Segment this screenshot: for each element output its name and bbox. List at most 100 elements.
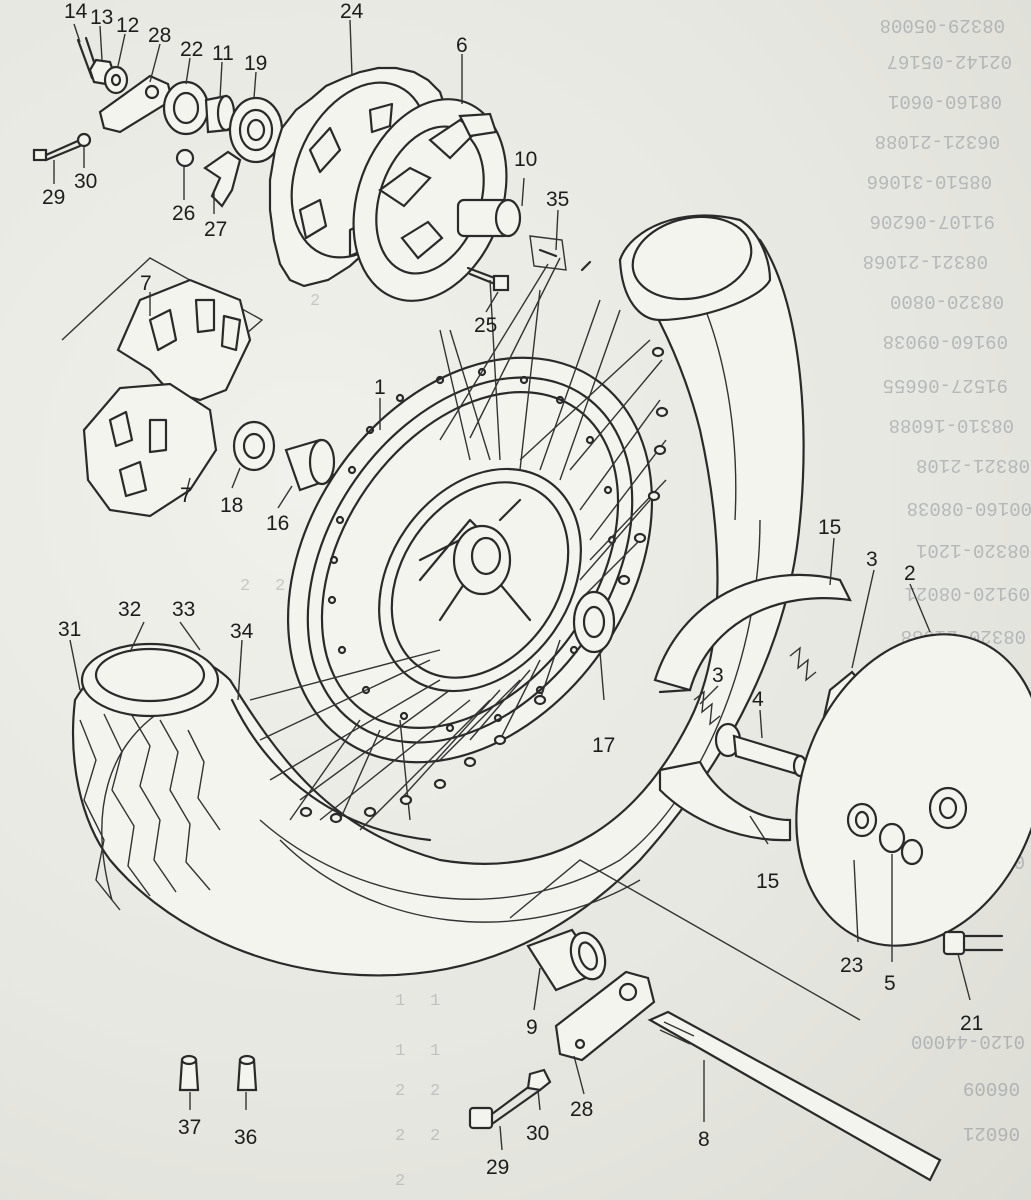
brake-shoe-upper: [653, 573, 852, 694]
spokes: [249, 257, 667, 831]
part-label-2: 2: [904, 562, 916, 585]
bolt-21: [942, 930, 1004, 956]
part-label-16: 16: [266, 512, 289, 535]
ghost-number: 91527-06655: [883, 374, 1008, 396]
ghost-number: 91107-06206: [870, 210, 995, 232]
part-label-28-bottom: 28: [570, 1098, 593, 1121]
ghost-number: 09120-08021: [905, 582, 1030, 604]
part-label-32: 32: [118, 598, 141, 621]
wheel-damper-lower: [82, 382, 218, 518]
part-label-29: 29: [42, 186, 65, 209]
chain-adjuster-28: [554, 970, 656, 1062]
bolt-29-top: [32, 138, 82, 162]
part-number-labels: 14 13 12 28 22 11 19 24 6 29 30 26 27 10…: [42, 0, 983, 1179]
part-label-1: 1: [374, 376, 386, 399]
ghost-number: 08160-0601: [888, 90, 1002, 112]
part-label-29-bottom: 29: [486, 1156, 509, 1179]
nut-26: [175, 148, 195, 168]
part-label-24: 24: [340, 0, 364, 23]
ghost-qty: 2: [310, 292, 320, 311]
ghost-number: 09160-09038: [883, 330, 1008, 352]
nut-30-bottom: [526, 1068, 552, 1092]
tube-32: [80, 642, 220, 718]
brake-spring-upper: [789, 646, 817, 682]
valve-cap-37: [178, 1054, 200, 1092]
ghost-qty: 2: [430, 1082, 440, 1101]
rear-axle-8: [647, 1010, 942, 1182]
part-label-30-bottom: 30: [526, 1122, 549, 1145]
part-label-22: 22: [180, 38, 203, 61]
part-label-11: 11: [212, 42, 234, 65]
ghost-qty: 1: [430, 992, 440, 1011]
part-label-7-bottom: 7: [180, 484, 192, 507]
bleed-through-part-numbers: 08329-05008 02142-05167 08160-0601 06321…: [863, 14, 1031, 1144]
part-label-23: 23: [840, 954, 863, 977]
ghost-number: 08310-16088: [889, 414, 1014, 436]
spacer-16: [284, 438, 336, 492]
part-label-14: 14: [64, 0, 88, 23]
ghost-number: 08321-2108: [916, 454, 1030, 476]
part-label-35: 35: [546, 188, 569, 211]
part-label-4: 4: [752, 688, 764, 711]
part-label-27: 27: [204, 218, 227, 241]
part-label-17: 17: [592, 734, 615, 757]
spacer-22: [162, 80, 210, 136]
collar-11: [204, 94, 236, 134]
collar-9: [526, 928, 607, 992]
ghost-number: 0120-44000: [911, 1030, 1025, 1052]
washer-12: [103, 65, 129, 95]
part-label-21: 21: [960, 1012, 983, 1035]
ghost-number: 08320-0800: [890, 290, 1004, 312]
part-label-15-bottom: 15: [756, 870, 779, 893]
part-label-28: 28: [148, 24, 171, 47]
part-label-36: 36: [234, 1126, 257, 1149]
bearing-18: [232, 420, 276, 472]
wheel-damper-upper: [116, 278, 252, 402]
part-label-19: 19: [244, 52, 267, 75]
ghost-qty: 2: [395, 1127, 405, 1146]
hub-center: [418, 498, 532, 622]
part-label-3-right: 3: [866, 548, 878, 571]
ghost-number: 06009: [963, 1077, 1020, 1099]
ghost-number: 08510-31066: [867, 170, 992, 192]
spoke-nipples: [299, 346, 669, 824]
ghost-number: 02142-05167: [887, 50, 1012, 72]
brake-shoe-lower: [658, 760, 792, 842]
spoke-set-35: [529, 235, 592, 272]
sprocket-carrier: [352, 98, 522, 302]
part-label-25: 25: [474, 314, 497, 337]
valve-core-36: [236, 1054, 258, 1092]
ghost-number: 06021: [963, 1122, 1020, 1144]
ghost-qty: 1: [395, 1042, 405, 1061]
brake-panel-2: [795, 633, 1031, 947]
ghost-number: 08329-05008: [880, 14, 1005, 36]
part-label-13: 13: [90, 6, 113, 29]
part-label-18: 18: [220, 494, 243, 517]
part-label-7-top: 7: [140, 272, 152, 295]
ghost-qty: 2: [395, 1082, 405, 1101]
tube-section-upper: [618, 214, 772, 322]
part-label-37: 37: [178, 1116, 201, 1139]
nut-30-top: [76, 132, 92, 148]
brake-spring-lower: [693, 690, 721, 726]
ghost-qty: 2: [395, 1172, 405, 1191]
part-label-31: 31: [58, 618, 81, 641]
ghost-qty: 2: [240, 577, 250, 596]
bearing-19: [228, 96, 284, 164]
ghost-number: 08320-1201: [916, 539, 1030, 561]
part-label-10: 10: [514, 148, 537, 171]
ghost-qty: 2: [430, 1127, 440, 1146]
ghost-number: 06321-21088: [875, 130, 1000, 152]
part-label-33: 33: [172, 598, 195, 621]
brake-section-outline: [509, 859, 861, 1021]
ghost-qty: 1: [395, 992, 405, 1011]
bearing-17: [572, 590, 616, 654]
lock-plate-27: [203, 150, 242, 208]
part-label-34: 34: [230, 620, 254, 643]
part-label-26: 26: [172, 202, 195, 225]
tire-tread-pattern: [79, 711, 221, 911]
part-label-5: 5: [884, 972, 896, 995]
leader-lines: [53, 19, 971, 1151]
